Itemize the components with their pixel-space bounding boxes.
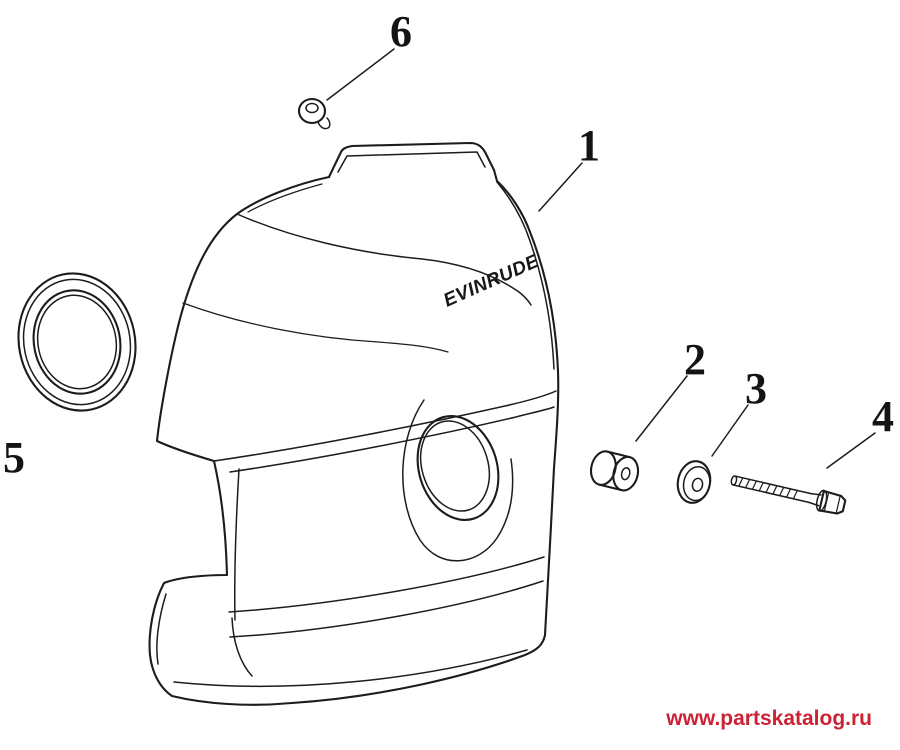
washer-rim — [682, 466, 711, 502]
cover-top-tab-inner-line — [337, 151, 486, 173]
cover-oval-opening — [416, 414, 500, 522]
leader-line-1 — [538, 162, 583, 212]
cover-upper-contour — [182, 302, 449, 353]
cover-oval-opening-rim — [419, 420, 491, 512]
cover-shoulder-line — [247, 183, 323, 213]
cover-mid-contour-1 — [213, 390, 557, 462]
spacer-top-edge — [606, 450, 631, 459]
seal-ring-outer-bevel — [22, 278, 132, 406]
washer-hole — [691, 477, 704, 492]
cover-top-tab-path — [327, 141, 496, 179]
bolt-part — [730, 475, 847, 515]
grommet-stem — [317, 117, 331, 130]
seal-ring-inner — [32, 289, 122, 395]
spacer-bottom-edge — [598, 483, 623, 492]
callout-1: 1 — [578, 121, 600, 170]
callout-2: 2 — [684, 335, 706, 384]
callout-numbers: 1 2 3 4 5 6 — [3, 7, 894, 482]
grommet-part — [297, 97, 331, 130]
leader-lines — [326, 48, 876, 469]
bolt-hex-head — [818, 489, 847, 515]
cover-left-leg-line-1 — [233, 468, 240, 621]
cover-foot-inner-line — [156, 593, 167, 665]
washer-part — [676, 460, 712, 504]
callout-4: 4 — [872, 392, 894, 441]
seal-ring-part — [17, 272, 137, 412]
spacer-part — [589, 450, 640, 492]
leader-line-3 — [711, 404, 749, 457]
bolt-threads — [738, 477, 798, 500]
seal-ring-inner-bevel — [36, 294, 118, 390]
watermark-url: www.partskatalog.ru — [665, 707, 872, 730]
grommet-outer — [297, 97, 327, 125]
cover-left-leg-line-2 — [231, 617, 253, 677]
callout-5: 5 — [3, 433, 25, 482]
seal-ring-outer — [17, 272, 137, 412]
cover-outline-path — [148, 168, 560, 706]
bolt-hex-facets — [823, 491, 841, 514]
cover-base-contour-2 — [229, 580, 544, 638]
cover-top-contour — [236, 213, 532, 306]
cover-right-inner-line — [496, 181, 555, 370]
callout-6: 6 — [390, 7, 412, 56]
cover-mid-contour-2 — [229, 406, 555, 473]
leader-line-6 — [326, 48, 395, 101]
grommet-inner — [305, 102, 319, 114]
leader-line-4 — [826, 432, 876, 469]
cover-base-contour-3 — [173, 649, 528, 688]
callout-3: 3 — [745, 364, 767, 413]
spacer-center-hole — [620, 467, 631, 481]
cover-oval-recess-contour — [402, 399, 514, 562]
leader-line-2 — [635, 375, 688, 442]
cover-base-contour-1 — [228, 556, 545, 613]
